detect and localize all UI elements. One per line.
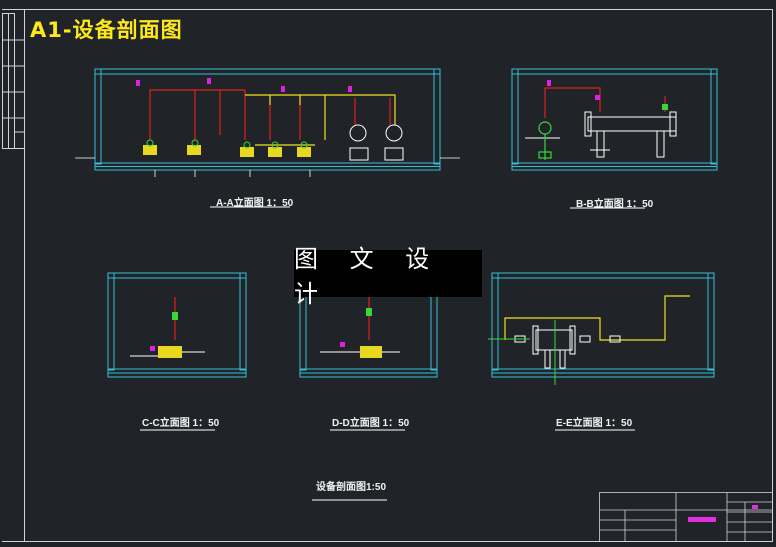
view-ee [488, 272, 715, 431]
view-bb [511, 68, 718, 209]
title-block [599, 492, 773, 542]
view-dd-label: D-D立面图 1：50 [332, 418, 410, 429]
view-cc [107, 272, 247, 431]
view-aa [75, 68, 460, 208]
view-cc-label: C-C立面图 1：50 [142, 418, 220, 429]
sheet-caption: 设备剖面图1:50 [316, 482, 387, 493]
watermark: 图 文 设 计 [294, 245, 482, 308]
view-bb-label: B-B立面图 1：50 [576, 199, 654, 210]
view-ee-label: E-E立面图 1：50 [556, 418, 633, 429]
view-aa-label: A-A立面图 1：50 [216, 198, 294, 209]
sheet-title: A1-设备剖面图 [30, 18, 183, 42]
sheet-frame [2, 9, 773, 542]
